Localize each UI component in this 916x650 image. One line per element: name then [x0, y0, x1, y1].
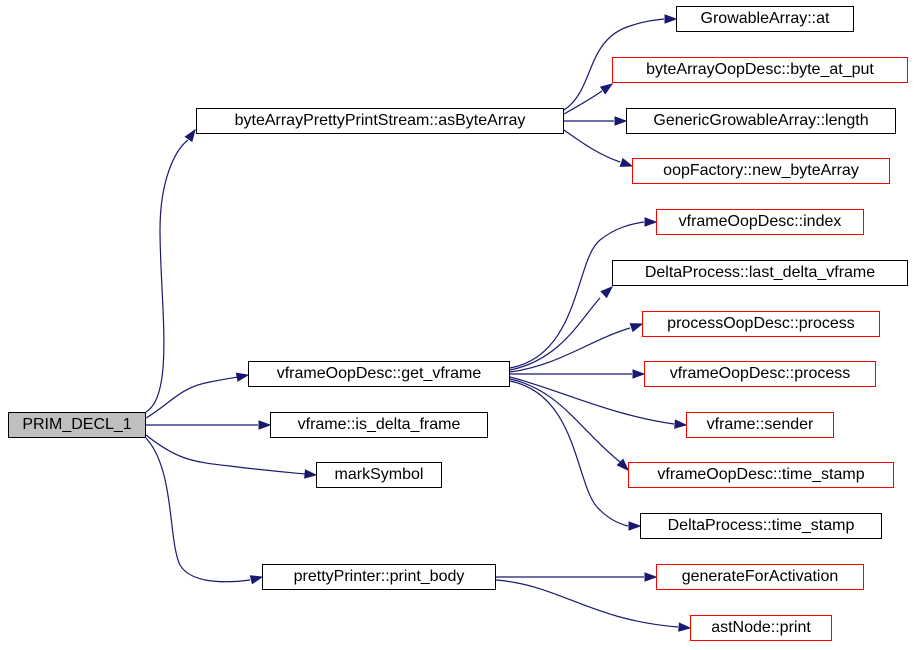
node-deltaprocess-time-stamp[interactable]: DeltaProcess::time_stamp — [640, 513, 882, 539]
edge-asbytearray-byte-at-put-arrowhead — [599, 83, 614, 95]
node-vframeoopdesc-index[interactable]: vframeOopDesc::index — [656, 209, 864, 235]
edge-asbytearray-new-bytearray-arrowhead — [619, 157, 634, 167]
node-mark-symbol[interactable]: markSymbol — [316, 462, 442, 488]
node-vframe-get-vframe[interactable]: vframeOopDesc::get_vframe — [248, 361, 510, 387]
edge-getvframe-last-delta-arrowhead — [600, 286, 614, 299]
edge-asbytearray-new-bytearray — [563, 129, 621, 163]
edge-asbytearray-growable-at-arrowhead — [664, 14, 678, 24]
edge-root-asbytearray-arrowhead — [184, 128, 196, 143]
edge-printbody-ast-print-arrowhead — [678, 622, 692, 632]
node-vframeoopdesc-time-stamp[interactable]: vframeOopDesc::time_stamp — [628, 462, 894, 488]
node-genericgrowablearray-length[interactable]: GenericGrowableArray::length — [626, 108, 896, 134]
edge-root-asbytearray — [145, 139, 189, 413]
edge-getvframe-vframe-process-arrowhead — [632, 369, 646, 379]
edge-root-print-body — [145, 437, 251, 583]
edge-getvframe-index — [509, 221, 645, 369]
edge-asbytearray-growable-at — [563, 18, 665, 111]
edge-getvframe-delta-time-stamp-arrowhead — [628, 521, 642, 531]
edge-root-get-vframe — [145, 376, 239, 419]
edge-getvframe-process-process — [509, 327, 631, 373]
edge-asbytearray-generic-length-arrowhead — [614, 116, 628, 126]
edge-root-mark-symbol-arrowhead — [304, 469, 318, 479]
edge-root-print-body-arrowhead — [249, 575, 264, 585]
node-deltaprocess-last-delta-vframe[interactable]: DeltaProcess::last_delta_vframe — [612, 260, 908, 286]
edge-printbody-generate-arrowhead — [644, 572, 658, 582]
node-vframe-sender[interactable]: vframe::sender — [686, 412, 834, 438]
node-bytearrayoopdesc-byte-at-put[interactable]: byteArrayOopDesc::byte_at_put — [612, 57, 908, 83]
edge-root-mark-symbol — [145, 434, 306, 475]
node-oopfactory-new-bytearray[interactable]: oopFactory::new_byteArray — [632, 158, 890, 184]
node-vframeoopdesc-process[interactable]: vframeOopDesc::process — [644, 361, 876, 387]
edge-getvframe-delta-time-stamp — [509, 380, 629, 527]
node-astnode-print[interactable]: astNode::print — [690, 615, 832, 641]
node-processoopdesc-process[interactable]: processOopDesc::process — [642, 311, 880, 337]
edge-getvframe-time-stamp-arrowhead — [616, 458, 630, 472]
edge-getvframe-last-delta — [509, 297, 601, 371]
node-growablearray-at[interactable]: GrowableArray::at — [676, 6, 854, 32]
edge-root-get-vframe-arrowhead — [235, 372, 250, 382]
node-generate-for-activation[interactable]: generateForActivation — [656, 564, 864, 590]
node-prim-decl-1: PRIM_DECL_1 — [8, 412, 146, 438]
node-vframe-is-delta-frame[interactable]: vframe::is_delta_frame — [270, 412, 488, 438]
edge-getvframe-sender-arrowhead — [674, 419, 688, 429]
edge-getvframe-process-process-arrowhead — [629, 323, 644, 333]
edge-getvframe-time-stamp — [509, 378, 621, 463]
edge-printbody-ast-print — [495, 579, 679, 628]
edge-root-is-delta-frame-arrowhead — [258, 420, 272, 430]
edge-getvframe-index-arrowhead — [644, 217, 658, 227]
node-prettyprinter-print-body[interactable]: prettyPrinter::print_body — [262, 564, 496, 590]
node-bytearray-asbytearray[interactable]: byteArrayPrettyPrintStream::asByteArray — [196, 108, 564, 134]
edge-asbytearray-byte-at-put — [563, 90, 603, 115]
edge-getvframe-sender — [509, 376, 675, 425]
